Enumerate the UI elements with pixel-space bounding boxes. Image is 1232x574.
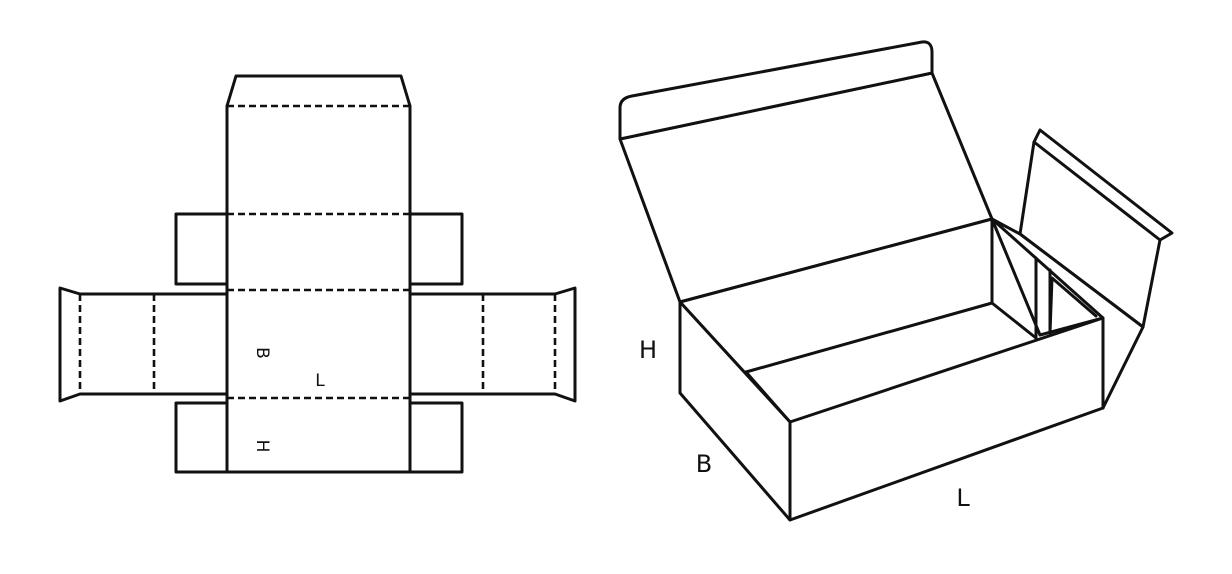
right-flap-fold — [1032, 140, 1162, 242]
box-left-wall — [678, 300, 792, 522]
right-inner-wall — [990, 217, 1145, 410]
front-left-dust-flap — [174, 401, 229, 474]
box-label-b: B — [696, 450, 712, 478]
net-label-h: H — [252, 440, 272, 453]
right-inner-tuck-slot — [1048, 268, 1098, 335]
top-tuck-flap — [225, 74, 412, 108]
box-label-h: H — [639, 336, 657, 364]
assembled-box: H B L — [618, 40, 1174, 522]
box-net: B L H — [58, 74, 577, 474]
net-label-l: L — [315, 371, 325, 391]
net-label-b: B — [252, 347, 272, 359]
left-side-wall — [58, 286, 229, 403]
inside-back-wall-bottom — [744, 301, 994, 374]
box-label-l: L — [956, 484, 970, 512]
right-side-wall — [408, 286, 577, 403]
lid-tuck-flap — [618, 40, 934, 141]
front-right-dust-flap — [408, 401, 464, 474]
back-left-dust-flap — [174, 212, 229, 286]
inside-right-floor — [990, 301, 1038, 340]
back-right-dust-flap — [408, 212, 464, 286]
